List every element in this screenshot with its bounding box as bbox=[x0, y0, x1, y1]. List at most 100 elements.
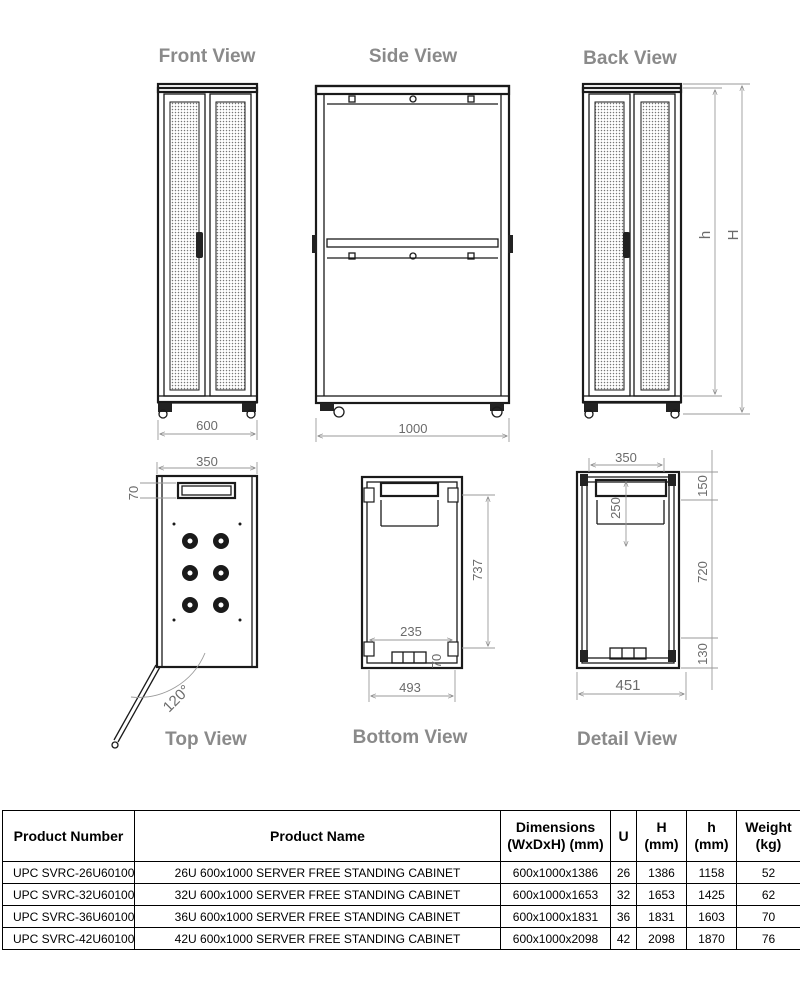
detail-top-panel bbox=[594, 478, 668, 498]
front-view-title: Front View bbox=[159, 46, 256, 67]
detail-width-dim: 451 bbox=[615, 677, 640, 694]
back-left-foot-icon bbox=[584, 403, 598, 412]
cell-product-number: UPC SVRC-32U60100 bbox=[2, 883, 135, 906]
table-row: UPC SVRC-36U60100 36U 600x1000 SERVER FR… bbox=[2, 905, 800, 928]
header-product-number: Product Number bbox=[2, 810, 135, 862]
bottom-depth-dim: 737 bbox=[470, 559, 485, 581]
side-mid-screw-icon bbox=[409, 252, 417, 260]
header-dimensions: Dimensions (WxDxH) (mm) bbox=[500, 810, 611, 862]
back-right-mesh bbox=[640, 101, 670, 391]
cell-weight: 76 bbox=[736, 927, 800, 950]
header-H: H (mm) bbox=[636, 810, 687, 862]
cell-weight: 52 bbox=[736, 861, 800, 884]
detail-width-top-dim: 350 bbox=[615, 450, 637, 465]
back-base bbox=[582, 395, 682, 404]
bottom-caster-icon bbox=[363, 641, 375, 657]
back-left-caster-icon bbox=[584, 409, 594, 419]
front-right-mesh bbox=[215, 101, 246, 391]
header-weight: Weight (kg) bbox=[736, 810, 800, 862]
top-width-dim: 350 bbox=[196, 454, 218, 469]
front-right-caster-icon bbox=[246, 409, 256, 419]
bottom-caster-icon bbox=[447, 641, 459, 657]
cell-weight: 70 bbox=[736, 905, 800, 928]
front-left-foot-icon bbox=[158, 403, 172, 412]
back-view-title: Back View bbox=[583, 48, 677, 69]
cell-h: 1603 bbox=[686, 905, 737, 928]
top-view: Top View 120° 350 bbox=[111, 454, 259, 750]
cell-H: 1831 bbox=[636, 905, 687, 928]
cell-h: 1870 bbox=[686, 927, 737, 950]
cell-product-name: 32U 600x1000 SERVER FREE STANDING CABINE… bbox=[134, 883, 501, 906]
cell-product-number: UPC SVRC-36U60100 bbox=[2, 905, 135, 928]
front-handle-icon bbox=[196, 232, 203, 258]
header-h: h (mm) bbox=[686, 810, 737, 862]
header-u: U bbox=[610, 810, 637, 862]
side-left-foot-icon bbox=[320, 403, 334, 411]
side-top-screw-icon bbox=[409, 95, 417, 103]
cell-u: 26 bbox=[610, 861, 637, 884]
table-row: UPC SVRC-32U60100 32U 600x1000 SERVER FR… bbox=[2, 883, 800, 906]
top-view-title: Top View bbox=[165, 729, 247, 750]
back-right-caster-icon bbox=[670, 409, 680, 419]
cell-h: 1425 bbox=[686, 883, 737, 906]
cell-H: 1386 bbox=[636, 861, 687, 884]
top-cable-entry bbox=[176, 481, 237, 500]
detail-view-title: Detail View bbox=[577, 729, 677, 750]
back-h-dim: h bbox=[697, 231, 714, 239]
bottom-side-dim: 70 bbox=[429, 654, 444, 668]
side-middle-rail bbox=[326, 238, 499, 248]
detail-top-dim: 150 bbox=[695, 475, 710, 497]
spec-table: Product Number Product Name Dimensions (… bbox=[2, 810, 800, 950]
front-view: Front View 600 bbox=[156, 46, 259, 440]
cell-dimensions: 600x1000x2098 bbox=[500, 927, 611, 950]
table-header-row: Product Number Product Name Dimensions (… bbox=[2, 810, 800, 862]
cell-product-number: UPC SVRC-26U60100 bbox=[2, 861, 135, 884]
detail-mid-dim: 720 bbox=[695, 561, 710, 583]
bottom-inner-dim: 235 bbox=[400, 624, 422, 639]
cell-u: 42 bbox=[610, 927, 637, 950]
detail-bottom-dim: 130 bbox=[695, 643, 710, 665]
back-frame bbox=[581, 86, 683, 404]
back-view: Back View h H bbox=[581, 48, 750, 419]
technical-drawing: Front View 600 Side View bbox=[111, 46, 750, 750]
side-right-caster-icon bbox=[491, 406, 503, 418]
cell-dimensions: 600x1000x1653 bbox=[500, 883, 611, 906]
side-top-cap bbox=[314, 84, 511, 96]
detail-corner-icon bbox=[668, 650, 676, 662]
side-right-handle-icon bbox=[508, 235, 513, 253]
front-left-caster-icon bbox=[158, 409, 168, 419]
cell-dimensions: 600x1000x1831 bbox=[500, 905, 611, 928]
side-base bbox=[315, 395, 510, 404]
cell-weight: 62 bbox=[736, 883, 800, 906]
top-angle-dim: 120° bbox=[160, 682, 194, 716]
cell-product-name: 36U 600x1000 SERVER FREE STANDING CABINE… bbox=[134, 905, 501, 928]
cell-u: 32 bbox=[610, 883, 637, 906]
back-left-mesh bbox=[594, 101, 625, 391]
table-row: UPC SVRC-26U60100 26U 600x1000 SERVER FR… bbox=[2, 861, 800, 884]
cell-H: 2098 bbox=[636, 927, 687, 950]
side-view: Side View 1000 bbox=[312, 46, 513, 442]
front-left-mesh bbox=[169, 101, 200, 391]
detail-frame bbox=[575, 470, 681, 670]
bottom-caster-icon bbox=[447, 487, 459, 503]
cell-product-name: 42U 600x1000 SERVER FREE STANDING CABINE… bbox=[134, 927, 501, 950]
top-angle-arc bbox=[130, 652, 206, 698]
front-frame bbox=[156, 86, 259, 404]
back-right-foot-icon bbox=[666, 403, 680, 412]
front-right-foot-icon bbox=[242, 403, 256, 412]
cell-product-name: 26U 600x1000 SERVER FREE STANDING CABINE… bbox=[134, 861, 501, 884]
side-frame bbox=[314, 84, 511, 405]
side-view-title: Side View bbox=[369, 46, 458, 67]
top-door-swing bbox=[117, 666, 161, 743]
cell-H: 1653 bbox=[636, 883, 687, 906]
back-H-dim: H bbox=[725, 230, 742, 241]
front-width-dim: 600 bbox=[196, 418, 218, 433]
cell-u: 36 bbox=[610, 905, 637, 928]
top-frame bbox=[155, 474, 259, 669]
bottom-cable-entry bbox=[379, 481, 440, 498]
bottom-view: Bottom View 235 70 737 493 bbox=[353, 475, 495, 748]
side-left-caster-icon bbox=[333, 406, 345, 418]
bottom-frame bbox=[360, 475, 464, 670]
top-depth-dim: 70 bbox=[126, 486, 141, 500]
detail-view: Detail View 350 250 150 720 130 451 bbox=[575, 450, 718, 750]
